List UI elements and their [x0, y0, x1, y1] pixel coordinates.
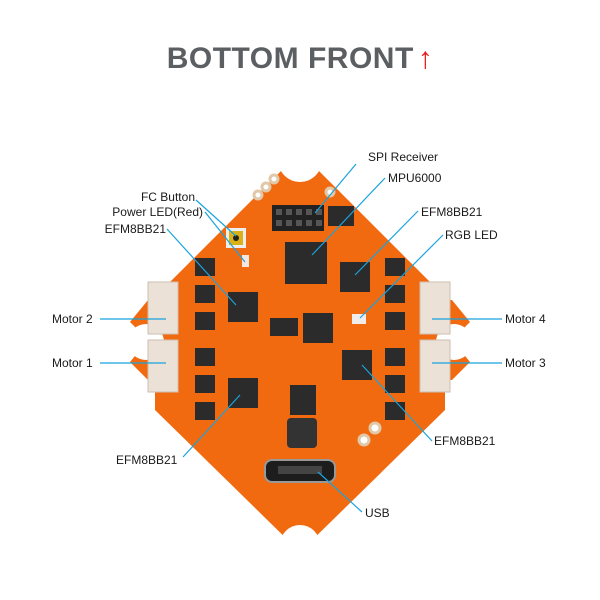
efm8bb21-chip [228, 292, 258, 322]
label-efm8bb21-top-left: EFM8BB21 [104, 222, 166, 236]
label-power-led: Power LED(Red) [112, 205, 203, 219]
spi-receiver-header [272, 205, 324, 231]
motor-connectors [147, 281, 451, 393]
label-spi-receiver: SPI Receiver [368, 150, 439, 164]
motor1-connector [147, 339, 179, 393]
mosfet-array [195, 258, 405, 420]
label-efm8bb21-bottom-left: EFM8BB21 [116, 453, 178, 467]
label-efm8bb21-bottom-right: EFM8BB21 [434, 434, 496, 448]
label-motor-3: Motor 3 [505, 356, 546, 370]
label-fc-button: FC Button [140, 190, 195, 204]
label-rgb-led: RGB LED [445, 228, 498, 242]
efm8bb21-chip [342, 350, 372, 380]
power-led [242, 255, 249, 267]
up-arrow-icon: ↑ [417, 42, 434, 75]
efm8bb21-chip [340, 262, 370, 292]
mpu6000-chip [285, 242, 327, 284]
label-efm8bb21-top-right: EFM8BB21 [421, 205, 483, 219]
label-usb: USB [365, 506, 390, 520]
label-mpu6000: MPU6000 [388, 171, 442, 185]
motor4-connector [419, 281, 451, 335]
label-motor-2: Motor 2 [52, 312, 93, 326]
rgb-led [352, 314, 366, 324]
leader-lines [100, 163, 502, 513]
label-motor-4: Motor 4 [505, 312, 546, 326]
label-motor-1: Motor 1 [52, 356, 93, 370]
motor2-connector [147, 281, 179, 335]
motor3-connector [419, 339, 451, 393]
title-text: BOTTOM FRONT [166, 42, 414, 75]
page-title: BOTTOM FRONT↑ [0, 42, 600, 76]
